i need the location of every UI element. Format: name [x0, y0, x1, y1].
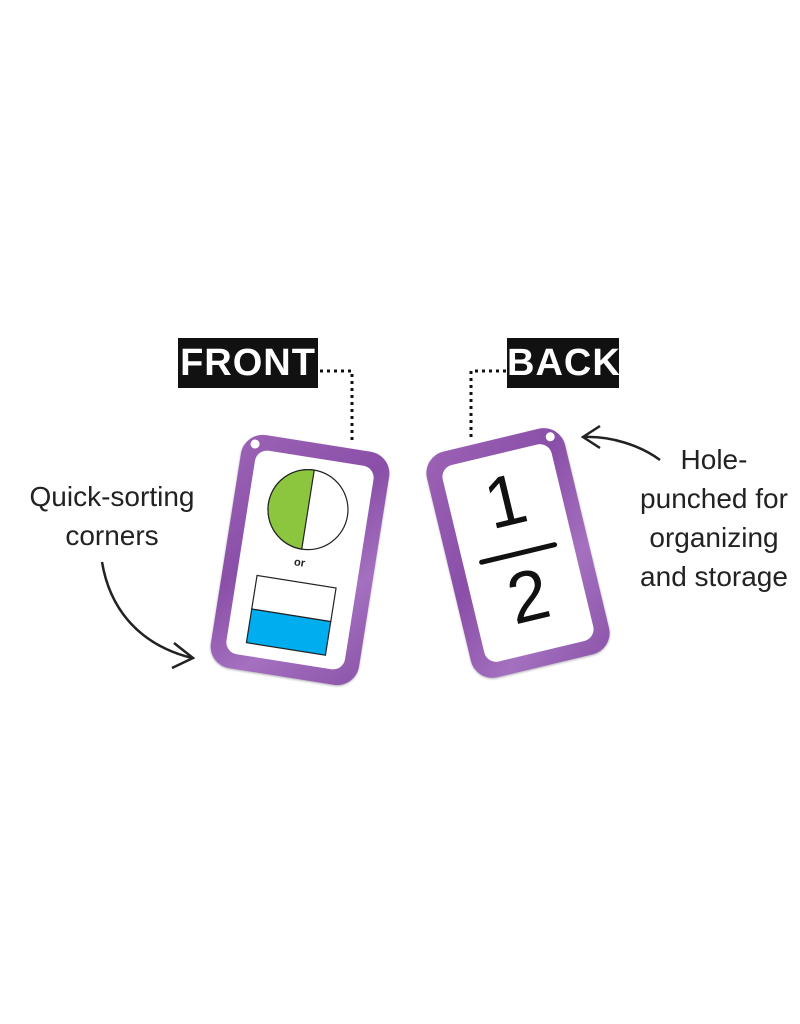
front-dotted-leader [320, 369, 354, 440]
left-arrow [100, 561, 193, 660]
callout-line: corners [65, 520, 159, 551]
front-card-face: or [224, 448, 376, 672]
left-arrowhead [171, 642, 196, 670]
callout-line: Hole- [680, 444, 748, 475]
punch-hole [544, 431, 556, 443]
callout-line: punched for [640, 483, 788, 514]
quick-sorting-callout: Quick-sorting corners [2, 477, 222, 555]
front-card: or [207, 431, 393, 689]
callout-line: Quick-sorting [29, 481, 195, 512]
hole-punched-callout: Hole- punched for organizing and storage [628, 440, 800, 596]
callout-line: and storage [640, 561, 788, 592]
back-label: BACK [507, 338, 620, 388]
numerator: 1 [476, 457, 535, 546]
back-dotted-leader [469, 369, 506, 440]
half-circle-shaded [267, 469, 315, 550]
half-rect-shaded [245, 608, 332, 656]
punch-hole [249, 438, 261, 450]
front-label: FRONT [178, 338, 318, 388]
fraction-illustrations [245, 469, 349, 656]
callout-line: organizing [649, 522, 779, 553]
right-arrow [583, 435, 661, 462]
right-arrowhead [580, 424, 601, 450]
